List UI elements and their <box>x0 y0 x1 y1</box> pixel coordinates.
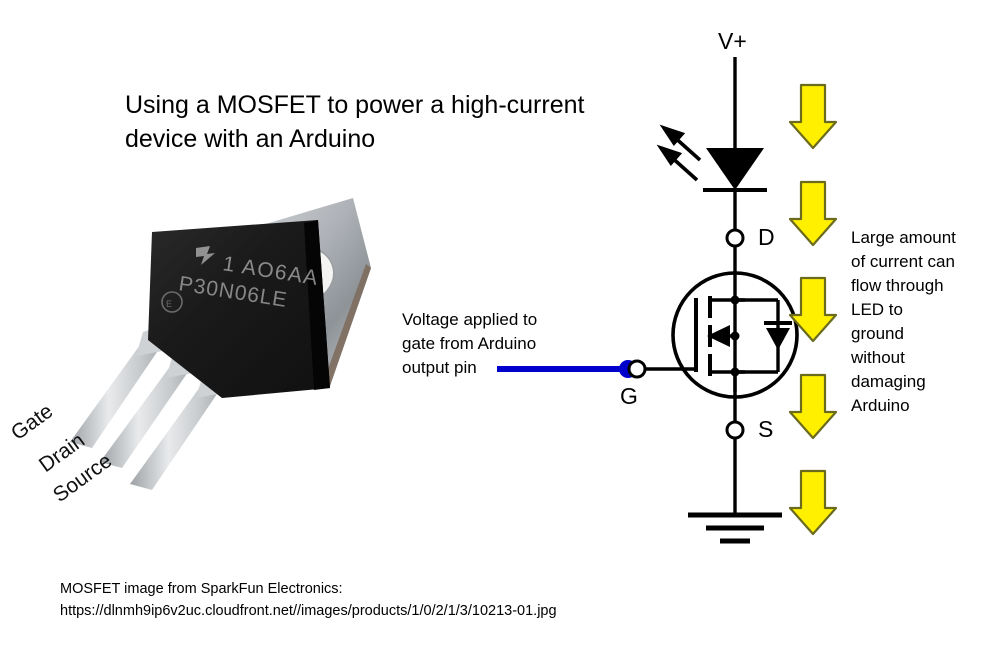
gate-label: G <box>620 383 638 409</box>
source-label: S <box>758 416 774 442</box>
mosfet-envelope <box>671 271 799 399</box>
source-terminal <box>725 420 745 440</box>
supply-label: V+ <box>718 28 747 54</box>
credit-line-2: https://dlnmh9ip6v2uc.cloudfront.net//im… <box>60 603 557 619</box>
current-arrow <box>788 373 838 440</box>
current-arrow <box>788 469 838 536</box>
current-arrow <box>788 180 838 247</box>
drain-label: D <box>758 224 775 250</box>
gate-terminal <box>627 359 647 379</box>
gate-annotation: Voltage applied to gate from Arduino out… <box>402 310 538 377</box>
page-title: Using a MOSFET to power a high-current d… <box>125 91 585 153</box>
current-arrow <box>788 83 838 150</box>
drain-terminal <box>725 228 745 248</box>
mosfet-symbol <box>640 278 792 392</box>
credit-line-1: MOSFET image from SparkFun Electronics: <box>60 581 343 597</box>
mosfet-photo: 1 AO6AA P30N06LE E <box>70 198 371 490</box>
ground-symbol <box>688 512 782 544</box>
led-diode <box>656 124 767 192</box>
current-annotation: Large amount of current can flow through… <box>851 228 956 415</box>
package-body <box>148 220 330 398</box>
current-arrow <box>788 276 838 343</box>
svg-text:E: E <box>166 299 172 309</box>
image-credit: MOSFET image from SparkFun Electronics: … <box>60 578 760 622</box>
current-flow-arrows <box>788 83 838 536</box>
